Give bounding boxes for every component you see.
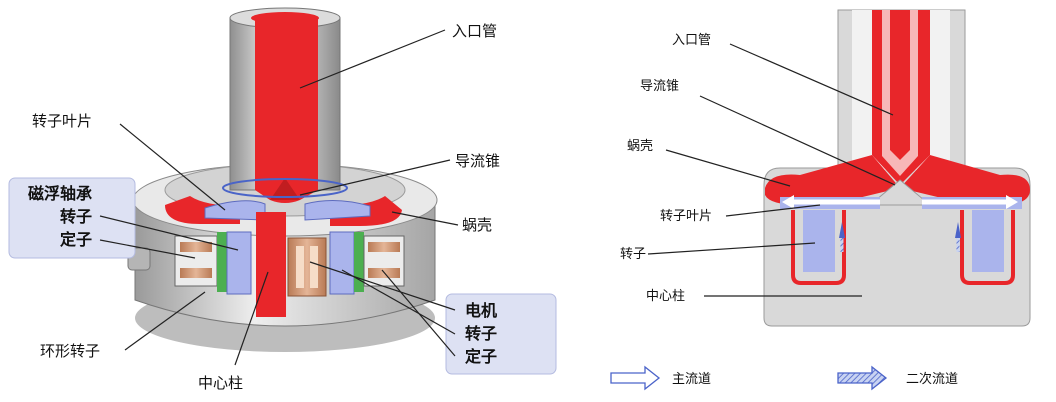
- legend-main-flow: 主流道: [672, 372, 711, 387]
- rotor-blade-right: [304, 199, 371, 221]
- legend-secondary-flow: 二次流道: [906, 371, 958, 387]
- leader-motor: [309, 261, 456, 311]
- volute-red-left: [765, 155, 900, 205]
- r-leader-volute: [665, 149, 791, 187]
- leader-motor-stator: [381, 269, 456, 357]
- r-leader-rotor: [647, 242, 816, 255]
- bearing-box-rotor: 转子: [60, 207, 92, 226]
- bearing-green-band: [217, 232, 227, 292]
- inlet-blue-ring: [222, 178, 348, 198]
- leader-bearing-stator: [99, 239, 196, 259]
- leader-guide-cone: [299, 159, 451, 196]
- bearing-callout-box: [8, 177, 136, 259]
- leader-bearing-rotor: [99, 215, 239, 251]
- secondary-arrow-left: [839, 222, 845, 238]
- bearing-box-stator: 定子: [59, 230, 92, 249]
- r-leader-inlet: [729, 43, 894, 116]
- motor-rotor-right: [329, 231, 355, 295]
- label-guide-cone: 导流锥: [455, 152, 500, 170]
- label-volute: 蜗壳: [462, 216, 492, 234]
- motor-callout-box: [445, 293, 557, 375]
- label-rotor-blade: 转子叶片: [32, 112, 92, 130]
- flow-legend: 主流道 二次流道: [610, 365, 958, 391]
- r-label-inlet-pipe: 入口管: [672, 33, 711, 48]
- volute-red-right: [900, 155, 1030, 205]
- left-3d-pump: [127, 7, 438, 352]
- motor-coil-slot-b: [310, 246, 318, 288]
- secondary-arrow-right-shaft: [956, 238, 960, 252]
- inlet-channel-highlight: [882, 10, 918, 176]
- secondary-arrow-left-shaft: [840, 238, 844, 252]
- r-label-guide-cone: 导流锥: [640, 79, 679, 94]
- r-leader-rotor-blade: [725, 204, 821, 217]
- motor-green-band: [354, 232, 364, 292]
- label-inlet-pipe: 入口管: [452, 22, 497, 40]
- motor-coil: [287, 237, 327, 297]
- right-cross-section: [763, 9, 1031, 327]
- leader-ring-rotor: [124, 291, 206, 351]
- main-flow-arrowhead-left: [782, 195, 794, 209]
- secondary-channel-left: [791, 210, 846, 285]
- motor-box-title: 电机: [465, 301, 497, 320]
- rotor-2d-right: [972, 210, 1004, 272]
- motor-box-rotor: 转子: [465, 324, 497, 343]
- left-labels: 入口管 转子叶片 导流锥 蜗壳 磁浮轴承 转子 定子 环形转子 中心柱 电机 转…: [8, 22, 557, 392]
- leader-center-column: [234, 271, 269, 366]
- leader-rotor-blade: [119, 123, 226, 211]
- secondary-flow-legend-arrow: [837, 365, 888, 391]
- motor-box-stator: 定子: [464, 347, 497, 366]
- leader-inlet: [299, 29, 446, 89]
- inlet-pipe-blood: [255, 18, 318, 203]
- r-leader-guide-cone: [699, 95, 896, 186]
- inlet-channel-red: [872, 10, 930, 185]
- label-ring-rotor: 环形转子: [40, 342, 100, 360]
- right-labels: 入口管 导流锥 蜗壳 转子叶片 转子 中心柱: [620, 33, 896, 304]
- bearing-rotor-left: [226, 231, 252, 295]
- secondary-channel-right: [960, 210, 1015, 285]
- guide-cone: [270, 178, 300, 200]
- r-label-rotor: 转子: [620, 247, 646, 262]
- leader-motor-rotor: [341, 269, 456, 335]
- motor-coil-slot-a: [296, 246, 304, 288]
- center-column-red: [256, 212, 286, 317]
- main-flow-arrowhead-right: [1006, 195, 1018, 209]
- bearing-box-title: 磁浮轴承: [28, 184, 92, 203]
- rotor-2d-left: [803, 210, 835, 272]
- r-label-volute: 蜗壳: [627, 138, 653, 154]
- bearing-coil-bottom: [180, 268, 212, 278]
- secondary-arrow-right: [955, 222, 961, 238]
- main-flow-legend-arrow: [610, 365, 661, 391]
- r-label-rotor-blade: 转子叶片: [660, 209, 712, 224]
- bearing-coil-top: [180, 242, 212, 252]
- guide-cone-2d: [868, 179, 932, 206]
- label-center-column: 中心柱: [198, 374, 243, 392]
- leader-volute: [391, 211, 459, 226]
- r-label-center-column: 中心柱: [646, 289, 685, 304]
- motor-stator-coil-top: [368, 242, 400, 252]
